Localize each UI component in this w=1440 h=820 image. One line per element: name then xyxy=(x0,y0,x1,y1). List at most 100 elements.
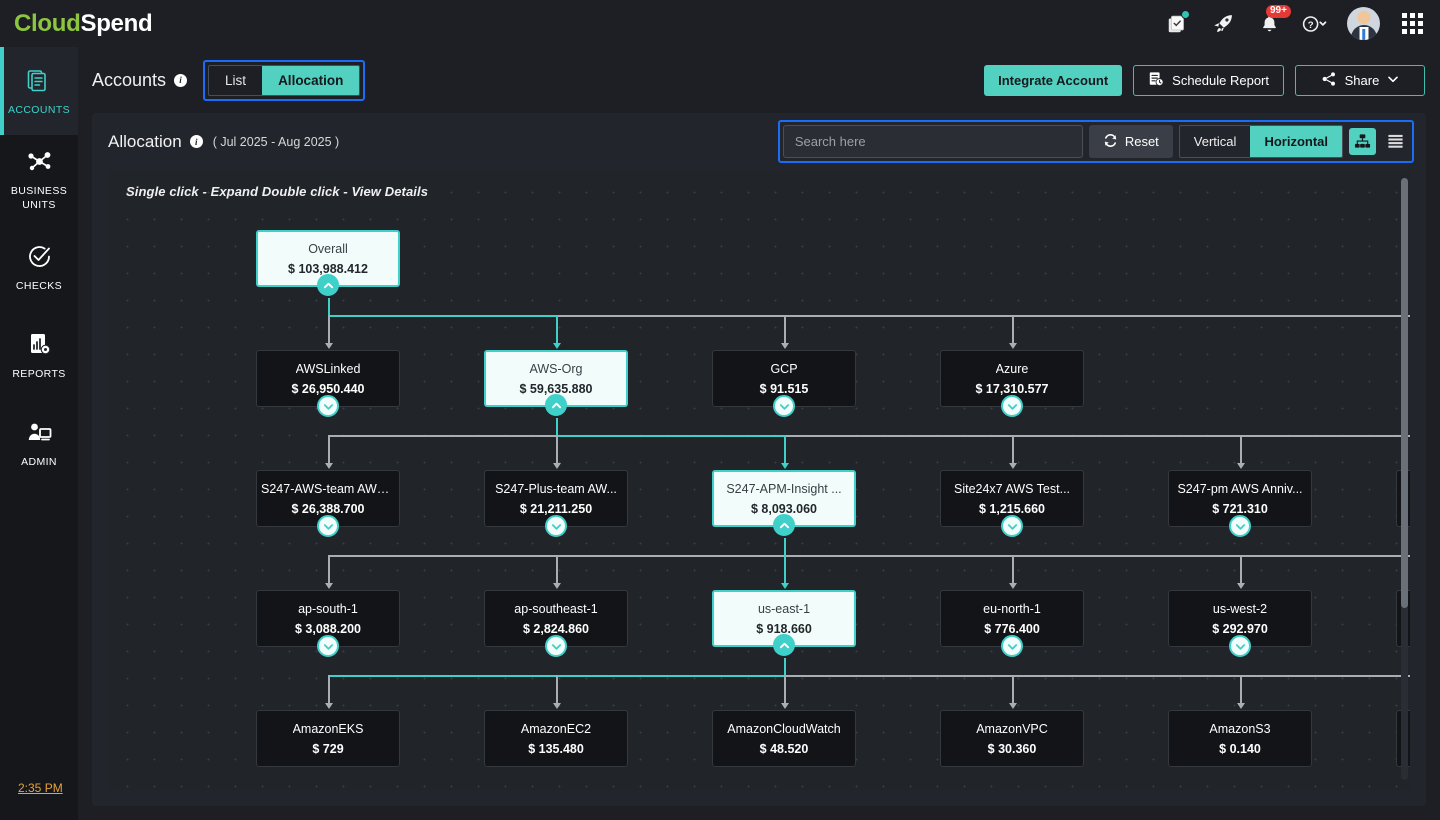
avatar[interactable] xyxy=(1347,7,1380,40)
tab-allocation[interactable]: Allocation xyxy=(262,65,360,95)
sidebar-item-business-units[interactable]: BUSINESS UNITS xyxy=(0,135,78,223)
integrate-account-button[interactable]: Integrate Account xyxy=(984,64,1123,96)
panel-header: Allocation i ( Jul 2025 - Aug 2025 ) Res… xyxy=(92,113,1426,170)
share-button[interactable]: Share xyxy=(1295,64,1425,96)
reset-button[interactable]: Reset xyxy=(1088,125,1173,158)
expand-chevron-icon[interactable] xyxy=(1229,515,1251,537)
tree-node-name: Overall xyxy=(308,241,348,256)
tree-node[interactable]: AWSLinked$ 26,950.440 xyxy=(256,350,400,417)
page-info-icon[interactable]: i xyxy=(174,73,188,87)
search-input[interactable] xyxy=(782,125,1083,158)
collapse-chevron-icon[interactable] xyxy=(773,514,795,536)
tree-node[interactable]: us-west-2$ 292.970 xyxy=(1168,590,1312,657)
schedule-report-button[interactable]: Schedule Report xyxy=(1133,64,1284,96)
tree-node-value: $ 1,215.660 xyxy=(978,501,1046,516)
tree-node[interactable]: AmazonCloudWatch$ 48.520 xyxy=(712,710,856,767)
sidebar-item-accounts[interactable]: ACCOUNTS xyxy=(0,47,78,135)
tree-view-icon[interactable] xyxy=(1349,128,1376,155)
tree-node-value: $ 918.660 xyxy=(756,621,812,636)
schedule-report-label: Schedule Report xyxy=(1172,72,1269,88)
tree-edge-arrow xyxy=(781,343,789,349)
sidebar-item-label: BUSINESS UNITS xyxy=(10,184,68,211)
tree-node[interactable]: ap-southeast-1$ 2,824.860 xyxy=(484,590,628,657)
tree-edge-arrow xyxy=(553,463,561,469)
logo-spend: Spend xyxy=(80,9,153,37)
refresh-icon xyxy=(1103,133,1118,151)
tree-edge xyxy=(1012,315,1014,344)
tree-node[interactable]: us-east-1$ 918.660 xyxy=(712,590,856,656)
collapse-chevron-icon[interactable] xyxy=(317,274,339,296)
tree-node-value: $ 26,388.700 xyxy=(291,501,365,516)
tree-edge xyxy=(784,675,786,704)
tree-node[interactable]: S247-AWS-team AWS...$ 26,388.700 xyxy=(256,470,400,537)
collapse-chevron-icon[interactable] xyxy=(545,394,567,416)
expand-chevron-icon[interactable] xyxy=(1001,515,1023,537)
share-label: Share xyxy=(1344,72,1380,88)
app-grid-icon[interactable] xyxy=(1398,10,1426,38)
tree-node-name: GCP xyxy=(770,361,798,376)
tree-node-name: Azure xyxy=(995,361,1029,376)
orientation-horizontal[interactable]: Horizontal xyxy=(1250,126,1342,157)
expand-chevron-icon[interactable] xyxy=(317,395,339,417)
view-toggle: List Allocation xyxy=(208,64,361,96)
tree-edge xyxy=(1240,435,1242,464)
sidebar-item-checks[interactable]: CHECKS xyxy=(0,223,78,311)
tree-edge-bus xyxy=(328,555,1410,557)
tree-node[interactable]: AWS-Org$ 59,635.880 xyxy=(484,350,628,416)
tree-node-value: $ 721.310 xyxy=(1212,501,1268,516)
tree-node[interactable]: S247-pm AWS Anniv...$ 721.310 xyxy=(1168,470,1312,537)
sidebar-item-reports[interactable]: REPORTS xyxy=(0,311,78,399)
tree-node[interactable]: Overall$ 103,988.412 xyxy=(256,230,400,296)
tree-node-value: $ 21,211.250 xyxy=(519,501,593,516)
tree-node[interactable]: AmazonS3$ 0.140 xyxy=(1168,710,1312,767)
expand-chevron-icon[interactable] xyxy=(317,635,339,657)
tasks-icon[interactable] xyxy=(1163,9,1191,38)
expand-chevron-icon[interactable] xyxy=(545,515,567,537)
tree-node-value: $ 3,088.200 xyxy=(294,621,362,636)
tree-node[interactable]: S247-Plus-team AW... $ 21,211.250 xyxy=(484,470,628,537)
schedule-report-icon xyxy=(1148,71,1164,90)
bell-icon[interactable]: 99+ xyxy=(1255,4,1291,38)
tree-node-name: S247-Plus-team AW... xyxy=(495,481,617,496)
top-bar: CloudSpend 99+ xyxy=(0,0,1440,47)
expand-chevron-icon[interactable] xyxy=(545,635,567,657)
expand-chevron-icon[interactable] xyxy=(1229,635,1251,657)
admin-user-icon xyxy=(26,418,53,448)
tree-edge-arrow xyxy=(325,463,333,469)
orientation-vertical[interactable]: Vertical xyxy=(1193,134,1237,149)
chevron-down-icon xyxy=(1387,73,1399,88)
allocation-tree-canvas[interactable]: Single click - Expand Double click - Vie… xyxy=(108,170,1410,790)
expand-chevron-icon[interactable] xyxy=(1001,395,1023,417)
rocket-icon[interactable] xyxy=(1209,10,1237,38)
tree-node[interactable]: GCP$ 91.515 xyxy=(712,350,856,417)
tree-node[interactable]: eu-north-1$ 776.400 xyxy=(940,590,1084,657)
tree-node[interactable]: ap-south-1$ 3,088.200 xyxy=(256,590,400,657)
tree-node[interactable]: S247-APM-Insight ...$ 8,093.060 xyxy=(712,470,856,536)
tree-node-value: $ 135.480 xyxy=(528,741,584,756)
tree-node-name: Site24x7 AWS Test... xyxy=(953,481,1071,496)
tree-node[interactable]: AmazonEKS$ 729 xyxy=(256,710,400,767)
expand-chevron-icon[interactable] xyxy=(773,395,795,417)
expand-chevron-icon[interactable] xyxy=(1001,635,1023,657)
tree-edge-arrow xyxy=(1009,463,1017,469)
collapse-chevron-icon[interactable] xyxy=(773,634,795,656)
panel-info-icon[interactable]: i xyxy=(189,135,203,148)
tree-node[interactable]: Site24x7 AWS Test... $ 1,215.660 xyxy=(940,470,1084,537)
sidebar-item-admin[interactable]: ADMIN xyxy=(0,399,78,487)
expand-chevron-icon[interactable] xyxy=(317,515,339,537)
scrollbar-thumb[interactable] xyxy=(1401,178,1408,608)
tree-node-value: $ 0.140 xyxy=(1219,741,1261,756)
tree-node[interactable]: AmazonEC2$ 135.480 xyxy=(484,710,628,767)
tree-node[interactable]: AmazonVPC$ 30.360 xyxy=(940,710,1084,767)
app-logo[interactable]: CloudSpend xyxy=(14,9,153,38)
clock-label[interactable]: 2:35 PM xyxy=(18,781,63,795)
tree-node-value: $ 59,635.880 xyxy=(519,381,593,396)
tree-edge xyxy=(784,658,786,675)
tab-list[interactable]: List xyxy=(225,72,247,88)
list-view-icon[interactable] xyxy=(1382,128,1409,155)
tree-edge-arrow xyxy=(1237,583,1245,589)
avatar-tie xyxy=(1361,29,1366,40)
tree-node[interactable]: Azure$ 17,310.577 xyxy=(940,350,1084,417)
help-icon[interactable]: ? xyxy=(1301,10,1329,38)
canvas-vertical-scrollbar[interactable] xyxy=(1401,178,1408,780)
